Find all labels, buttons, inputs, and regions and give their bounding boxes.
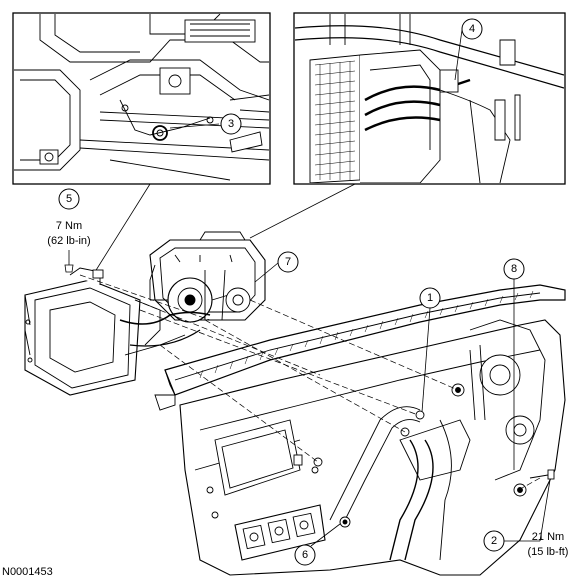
callout-4: 4 xyxy=(469,23,475,35)
inset-left-leader xyxy=(92,183,151,276)
main-assembly-drawing xyxy=(24,231,566,576)
callout-3: 3 xyxy=(228,118,234,130)
callout-7: 7 xyxy=(285,256,291,268)
torque-5-metric: 7 Nm xyxy=(56,220,82,232)
callout-6: 6 xyxy=(302,549,308,561)
blower-housing xyxy=(24,267,161,396)
inset-right-leader xyxy=(249,183,356,239)
figure-id: N0001453 xyxy=(2,566,53,578)
callout-5: 5 xyxy=(66,193,72,205)
alignment-lines xyxy=(79,274,541,489)
detail-inset-right: 4 xyxy=(293,12,566,185)
callout-8: 8 xyxy=(511,263,517,275)
torque-2-metric: 21 Nm xyxy=(532,531,564,543)
detail-inset-left: 3 xyxy=(12,12,271,185)
dash-frame xyxy=(179,319,566,576)
callout-2: 2 xyxy=(491,535,497,547)
torque-2-imperial: (15 lb-ft) xyxy=(528,546,569,558)
torque-5-imperial: (62 lb-in) xyxy=(47,235,90,247)
cowl-panel xyxy=(154,284,566,411)
callout-1: 1 xyxy=(427,292,433,304)
callouts: 5 7 Nm (62 lb-in) 7 1 8 6 2 21 Nm (15 lb… xyxy=(47,188,569,566)
hvac-module xyxy=(149,231,266,323)
